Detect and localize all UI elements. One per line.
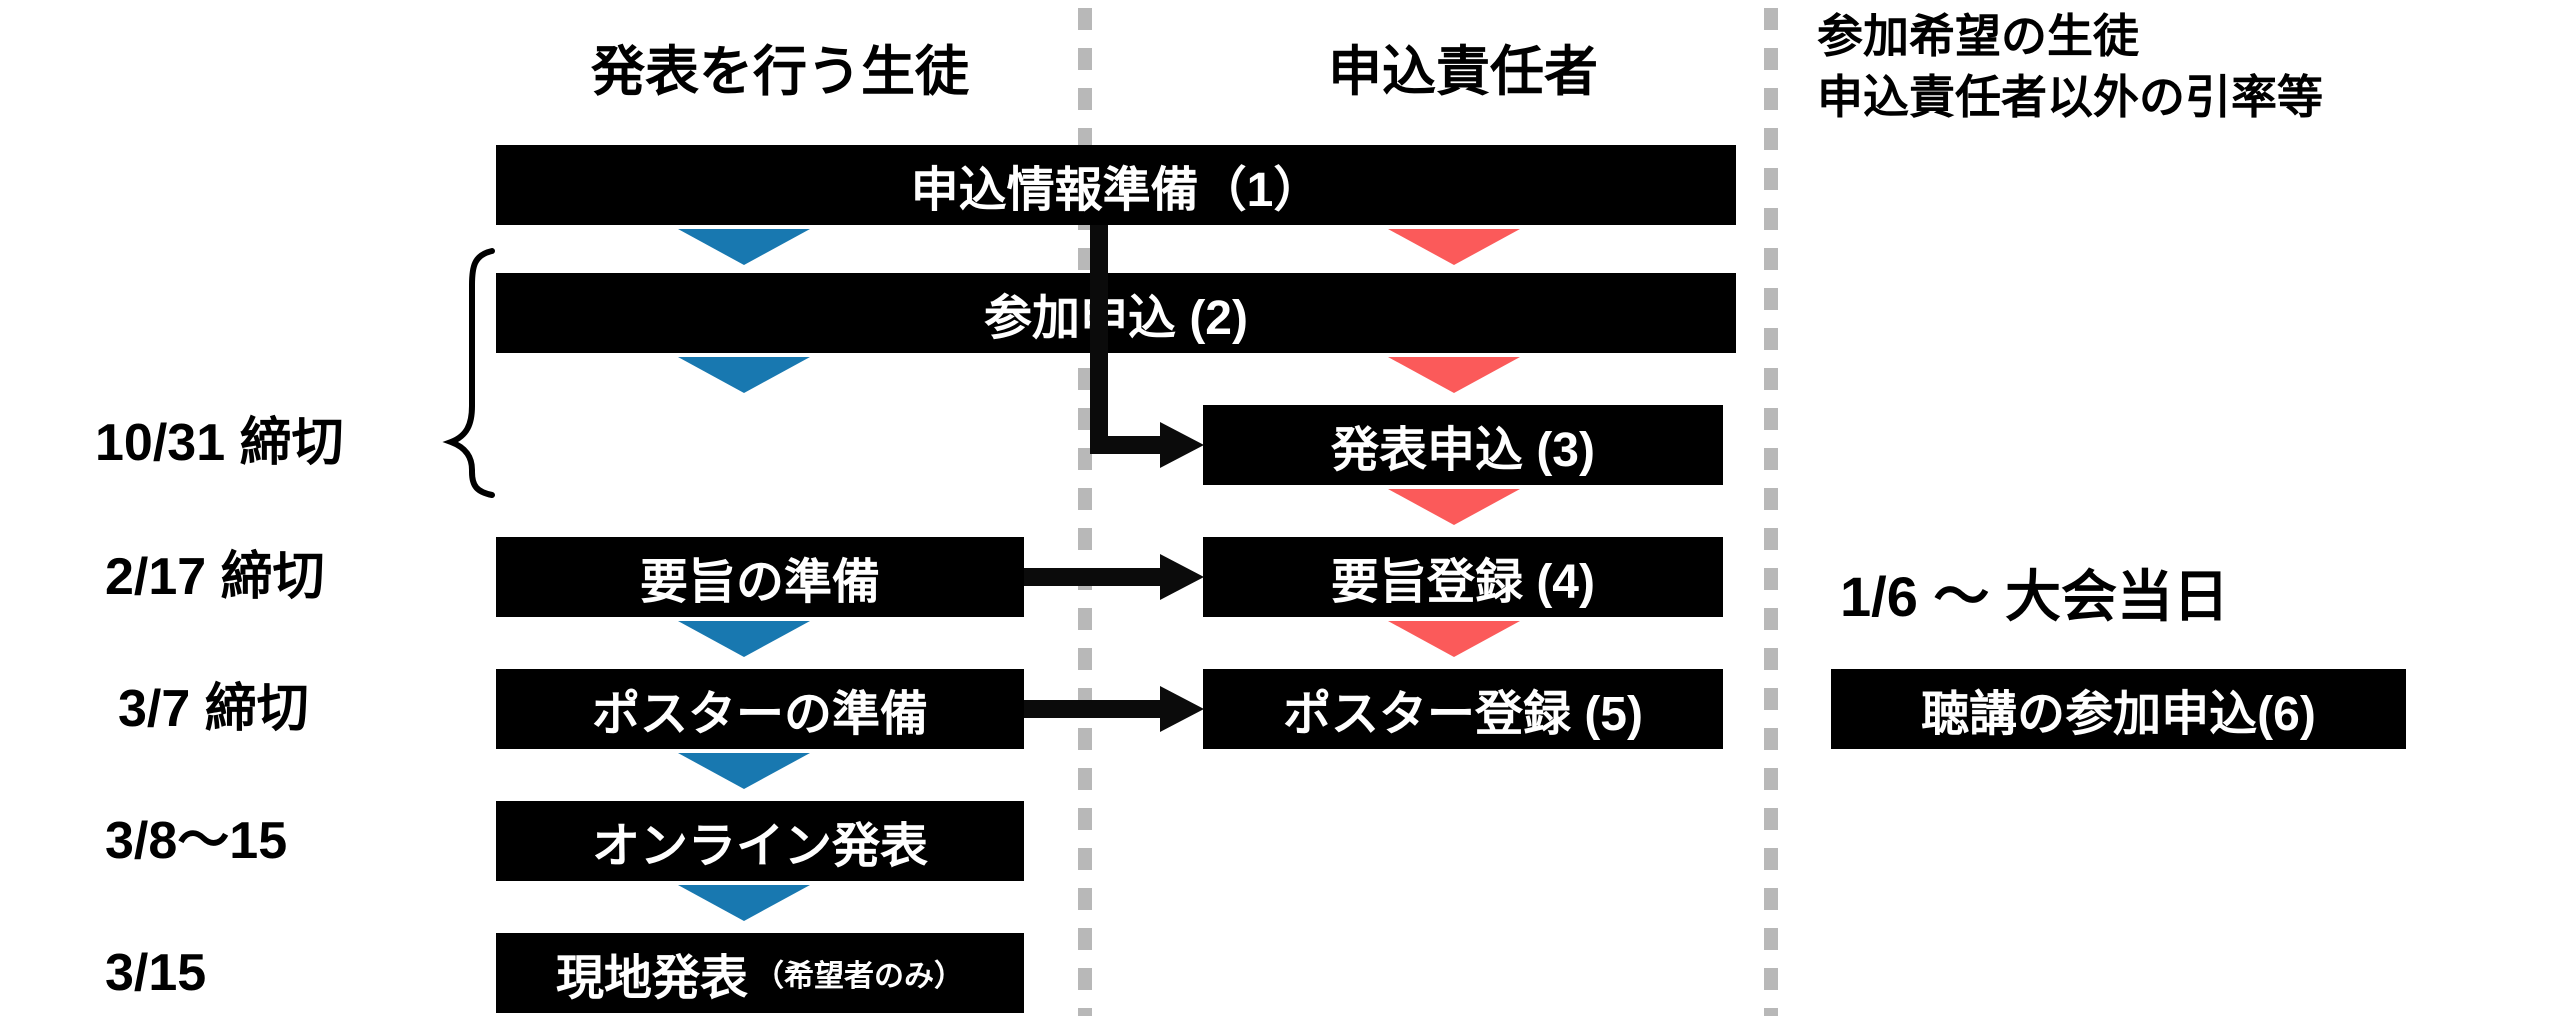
- blue-down-arrow-icon: [678, 357, 810, 393]
- step-box-prepare-info: 申込情報準備（1）: [496, 145, 1736, 225]
- connector-horizontal-line: [1090, 436, 1162, 454]
- step-box-online-presentation: オンライン発表: [496, 801, 1024, 881]
- deadline-label-217: 2/17 締切: [105, 548, 325, 606]
- deadline-label-315: 3/15: [105, 944, 207, 1002]
- step-label-online-presentation: オンライン発表: [591, 820, 928, 873]
- step-label-poster-register: ポスター登録 (5): [1282, 688, 1643, 741]
- step-label-abstract-prepare: 要旨の準備: [639, 556, 880, 609]
- step-note-onsite-presentation: （希望者のみ）: [754, 960, 964, 993]
- blue-down-arrow-icon: [678, 885, 810, 921]
- step-box-onsite-presentation: 現地発表 （希望者のみ）: [496, 933, 1024, 1013]
- red-down-arrow-icon: [1388, 621, 1520, 657]
- deadline-brace: [442, 248, 495, 498]
- deadline-label-1031: 10/31 締切: [95, 414, 344, 472]
- step-label-presentation-apply: 発表申込 (3): [1330, 424, 1595, 477]
- audience-period-text: 1/6 〜 大会当日: [1840, 565, 2229, 628]
- blue-down-arrow-icon: [678, 229, 810, 265]
- step-label-participation-apply: 参加申込 (2): [983, 292, 1248, 345]
- step-box-abstract-register: 要旨登録 (4): [1203, 537, 1723, 617]
- blue-down-arrow-icon: [678, 753, 810, 789]
- red-down-arrow-icon: [1388, 489, 1520, 525]
- red-down-arrow-icon: [1388, 229, 1520, 265]
- deadline-label-37: 3/7 締切: [118, 680, 309, 738]
- column-divider-left: [1078, 8, 1092, 1016]
- right-arrow-icon: [1160, 422, 1204, 468]
- step-box-participation-apply: 参加申込 (2): [496, 273, 1736, 353]
- step-label-prepare-info: 申込情報準備（1）: [910, 164, 1322, 217]
- blue-down-arrow-icon: [678, 621, 810, 657]
- step-box-abstract-prepare: 要旨の準備: [496, 537, 1024, 617]
- red-down-arrow-icon: [1388, 357, 1520, 393]
- step-box-poster-prepare: ポスターの準備: [496, 669, 1024, 749]
- step-box-presentation-apply: 発表申込 (3): [1203, 405, 1723, 485]
- column-header-others: 参加希望の生徒 申込責任者以外の引率等: [1817, 6, 2323, 127]
- step-box-poster-register: ポスター登録 (5): [1203, 669, 1723, 749]
- connector-horizontal-line: [1024, 568, 1162, 586]
- step-label-abstract-register: 要旨登録 (4): [1330, 556, 1595, 609]
- column-header-presenters: 発表を行う生徒: [591, 42, 969, 102]
- column-header-coordinator: 申込責任者: [1328, 42, 1598, 102]
- column-header-others-line1: 参加希望の生徒: [1817, 10, 2139, 62]
- connector-vertical-line: [1090, 225, 1108, 454]
- connector-horizontal-line: [1024, 700, 1162, 718]
- step-box-audience-apply: 聴講の参加申込(6): [1831, 669, 2406, 749]
- deadline-label-38-15: 3/8〜15: [105, 812, 288, 870]
- step-label-poster-prepare: ポスターの準備: [591, 688, 928, 741]
- step-label-audience-apply: 聴講の参加申込(6): [1921, 688, 2316, 741]
- column-divider-right: [1764, 8, 1778, 1016]
- right-arrow-icon: [1160, 686, 1204, 732]
- column-header-others-line2: 申込責任者以外の引率等: [1817, 70, 2323, 123]
- right-arrow-icon: [1160, 554, 1204, 600]
- step-label-onsite-presentation: 現地発表: [555, 952, 748, 1005]
